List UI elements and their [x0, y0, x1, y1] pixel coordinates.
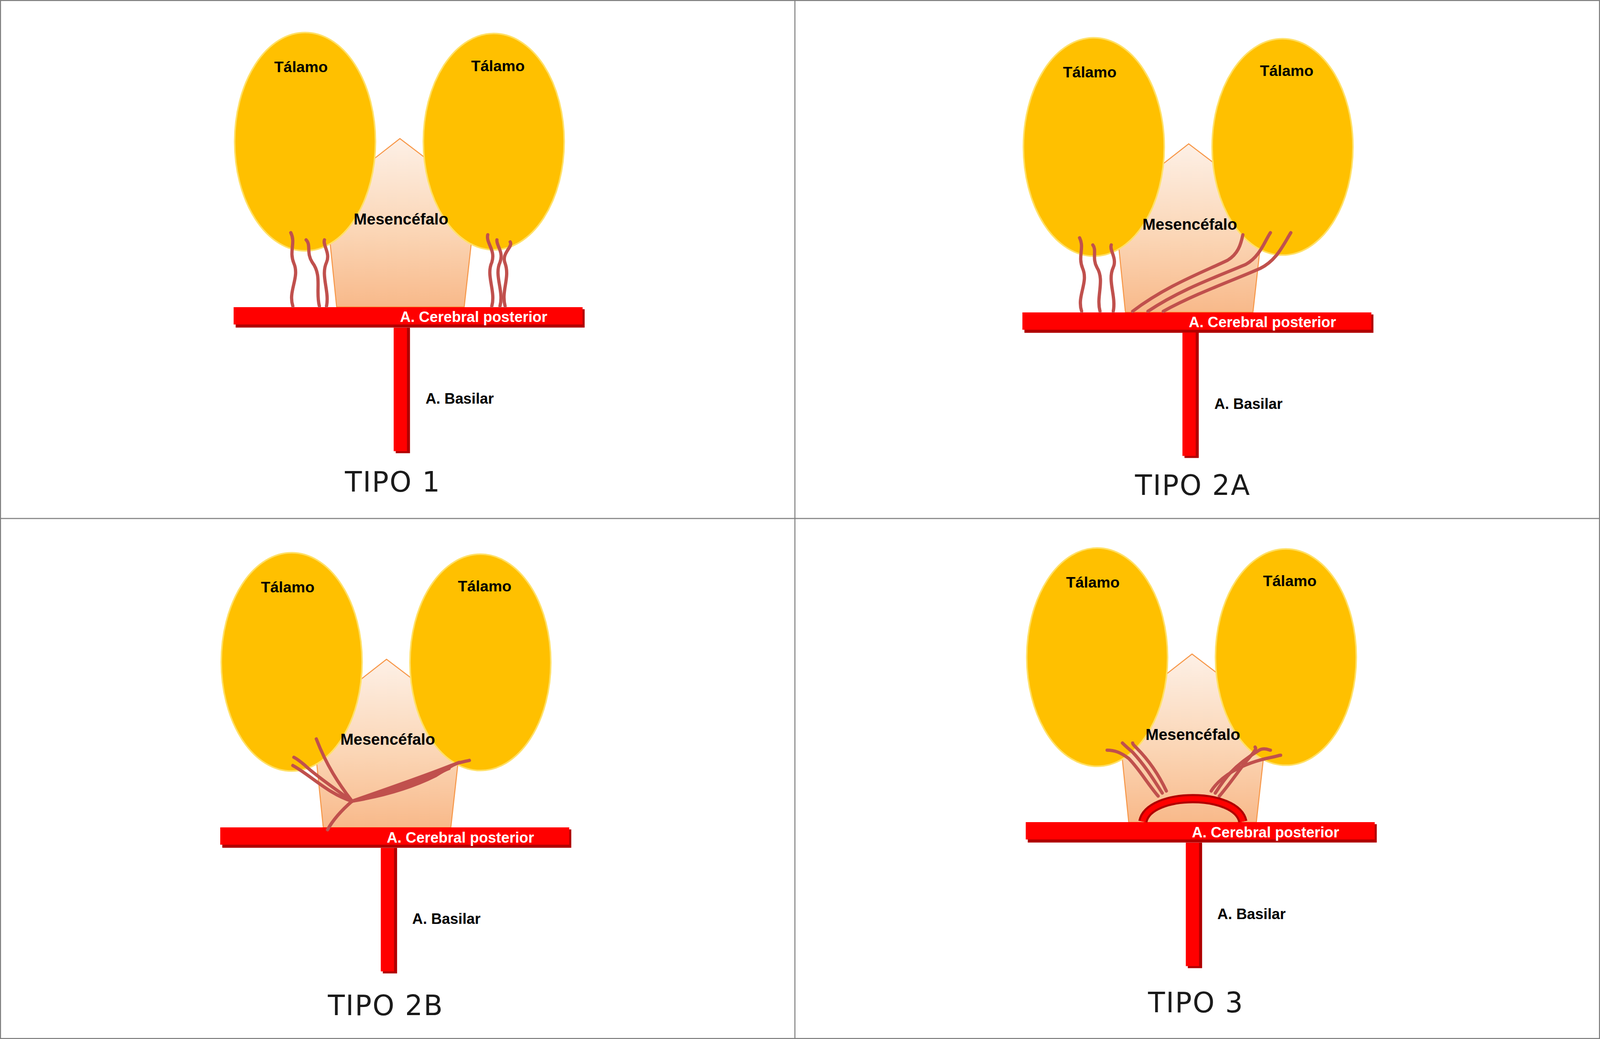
basilar-artery-outline: [393, 327, 410, 454]
structure-label: Tálamo: [1065, 574, 1120, 591]
structure-label: Tálamo: [1263, 573, 1317, 591]
panel-title: TIPO 2B: [327, 990, 444, 1022]
panel-title: TIPO 1: [344, 467, 441, 498]
structure-label: Mesencéfalo: [1145, 726, 1241, 744]
posterior-cerebral-artery: A. Cerebral posterior: [233, 307, 585, 328]
structure-label: Mesencéfalo: [340, 730, 436, 749]
panel-title: TIPO 3: [1148, 987, 1245, 1019]
structure-label: Tálamo: [260, 579, 315, 597]
basilar-artery-outline: [1185, 842, 1203, 969]
structure-label: A. Basilar: [1214, 396, 1283, 413]
basilar-artery-outline: [380, 848, 398, 974]
structure-label: A. Cerebral posterior: [1191, 824, 1340, 841]
basilar-artery: A. Basilar: [380, 848, 398, 974]
basilar-artery-outline: [1182, 332, 1199, 459]
posterior-cerebral-artery: A. Cerebral posterior: [220, 827, 572, 849]
basilar-artery: A. Basilar: [1182, 332, 1199, 459]
structure-label: A. Basilar: [412, 911, 481, 928]
structure-label: Tálamo: [1063, 64, 1117, 81]
structure-label: A. Cerebral posterior: [399, 309, 548, 326]
structure-label: Mesencéfalo: [353, 210, 449, 228]
structure-label: Tálamo: [458, 578, 512, 596]
posterior-cerebral-artery: A. Cerebral posterior: [1022, 312, 1374, 333]
structure-label: Tálamo: [471, 57, 525, 75]
panel-title: TIPO 2A: [1135, 470, 1251, 502]
structure-label: A. Cerebral posterior: [1188, 314, 1336, 331]
basilar-artery: A. Basilar: [1185, 842, 1203, 969]
structure-label: A. Basilar: [1217, 906, 1286, 923]
structure-label: Tálamo: [1259, 63, 1314, 80]
structure-label: A. Basilar: [425, 390, 494, 408]
posterior-cerebral-artery: A. Cerebral posterior: [1025, 822, 1377, 843]
basilar-artery: A. Basilar: [393, 327, 410, 454]
structure-label: Tálamo: [274, 58, 328, 76]
structure-label: A. Cerebral posterior: [386, 829, 534, 846]
structure-label: Mesencéfalo: [1142, 215, 1237, 234]
